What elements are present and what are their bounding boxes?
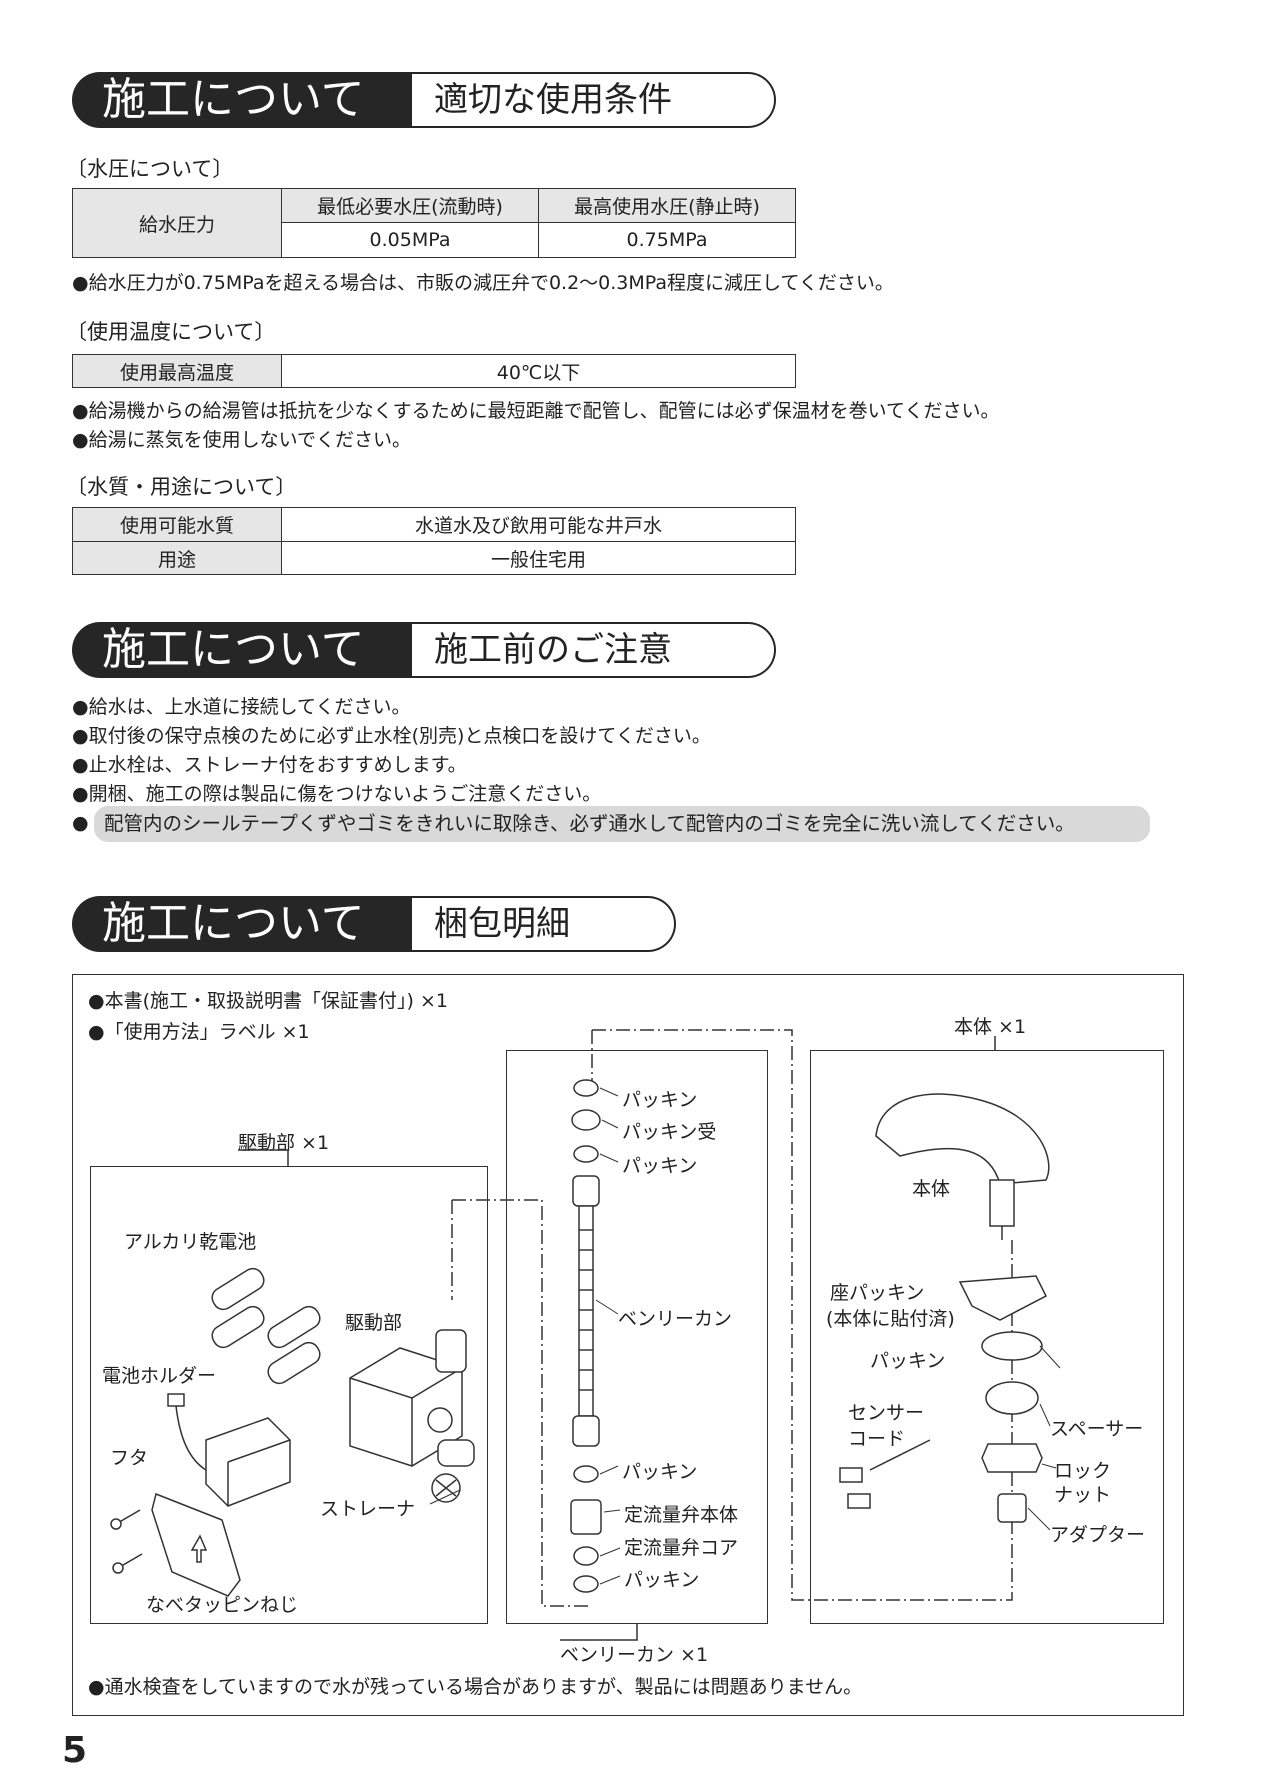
precaution-note-1: ●給水は、上水道に接続してください。 [72, 696, 411, 718]
label-lock-2: ナット [1054, 1484, 1112, 1506]
section-header-main: 施工について [72, 896, 412, 952]
label-strainer: ストレーナ [320, 1498, 416, 1520]
label-hose-packing-seat: パッキン受 [622, 1121, 717, 1143]
body-title: 本体 ×1 [954, 1016, 1027, 1038]
label-hose-packing-3: パッキン [622, 1461, 698, 1483]
water-row2-label: 用途 [72, 541, 282, 575]
label-hose-packing-4: パッキン [624, 1569, 700, 1591]
label-seat-note: (本体に貼付済) [826, 1308, 955, 1330]
pressure-note: ●給水圧力が0.75MPaを超える場合は、市販の減圧弁で0.2〜0.3MPa程度… [72, 272, 894, 294]
page-number: 5 [62, 1730, 88, 1771]
battery-holder-icon [167, 1393, 291, 1507]
label-valve-core: 定流量弁コア [624, 1537, 739, 1559]
strainer-icon [431, 1473, 461, 1503]
temperature-heading: 〔使用温度について〕 [66, 320, 276, 344]
label-hose-packing-2: パッキン [622, 1155, 698, 1177]
temperature-value: 40℃以下 [281, 354, 796, 388]
label-sensor-2: コード [848, 1428, 906, 1450]
label-seat-packing: 座パッキン [830, 1282, 925, 1304]
label-battery-holder: 電池ホルダー [102, 1365, 217, 1387]
water-heading: 〔水質・用途について〕 [66, 475, 297, 499]
label-valve-body: 定流量弁本体 [624, 1504, 739, 1526]
label-spacer: スペーサー [1050, 1418, 1144, 1440]
section-header-main: 施工について [72, 622, 412, 678]
label-lid: フタ [110, 1447, 149, 1469]
temperature-row-label: 使用最高温度 [72, 354, 282, 388]
label-adapter: アダプター [1050, 1524, 1146, 1546]
packing-frame [72, 974, 1184, 1716]
highlight-bullet: ● [72, 812, 89, 834]
body-box [810, 1050, 1164, 1624]
label-screw: なべタッピンねじ [146, 1594, 299, 1616]
hose-icons [570, 1079, 602, 1593]
pressure-col1-value: 0.05MPa [281, 222, 539, 258]
section-header-main: 施工について [72, 72, 412, 128]
temperature-note-1: ●給湯機からの給湯管は抵抗を少なくするために最短距離で配管し、配管には必ず保温材… [72, 400, 1000, 422]
section-header-sub: 施工前のご注意 [412, 622, 776, 678]
section-header-sub: 適切な使用条件 [412, 72, 776, 128]
section-header-sub: 梱包明細 [412, 896, 676, 952]
label-hose-packing-1: パッキン [622, 1089, 698, 1111]
battery-icons [211, 1267, 321, 1385]
pressure-col2-value: 0.75MPa [538, 222, 796, 258]
highlight-note: 配管内のシールテープくずやゴミをきれいに取除き、必ず通水して配管内のゴミを完全に… [94, 806, 1150, 842]
body-parts-icons [839, 1275, 1048, 1523]
pressure-heading: 〔水圧について〕 [66, 157, 234, 181]
label-lock-1: ロック [1054, 1460, 1112, 1482]
label-hose: ベンリーカン [618, 1308, 733, 1330]
pressure-row-label: 給水圧力 [72, 188, 282, 258]
temperature-note-2: ●給湯に蒸気を使用しないでください。 [72, 429, 412, 451]
faucet-body-icon [875, 1093, 1050, 1240]
water-row1-value: 水道水及び飲用可能な井戸水 [281, 507, 796, 542]
precaution-note-4: ●開梱、施工の際は製品に傷をつけないようご注意ください。 [72, 783, 602, 805]
label-body-packing: パッキン [870, 1350, 946, 1372]
drive-unit-icon [349, 1329, 475, 1467]
drive-unit-box [90, 1166, 488, 1624]
precaution-note-3: ●止水栓は、ストレーナ付をおすすめします。 [72, 754, 467, 776]
packing-item-label: ●「使用方法」ラベル ×1 [88, 1021, 310, 1043]
packing-footer-note: ●通水検査をしていますので水が残っている場合がありますが、製品には問題ありません… [88, 1676, 863, 1698]
temperature-table: 使用最高温度 40℃以下 [72, 354, 796, 388]
label-battery: アルカリ乾電池 [124, 1231, 257, 1253]
drive-unit-title: 駆動部 ×1 [238, 1132, 330, 1154]
label-sensor-1: センサー [848, 1402, 925, 1424]
water-table: 使用可能水質 水道水及び飲用可能な井戸水 用途 一般住宅用 [72, 507, 796, 575]
water-row1-label: 使用可能水質 [72, 507, 282, 542]
label-drive-unit: 駆動部 [345, 1312, 403, 1334]
screw-icons [110, 1509, 143, 1574]
label-body: 本体 [912, 1178, 951, 1200]
water-row2-value: 一般住宅用 [281, 541, 796, 575]
hose-box [506, 1050, 768, 1624]
hose-title: ベンリーカン ×1 [560, 1644, 709, 1666]
packing-item-manual: ●本書(施工・取扱説明書「保証書付」) ×1 [88, 990, 448, 1012]
pressure-table: 給水圧力 最低必要水圧(流動時) 最高使用水圧(静止時) 0.05MPa 0.7… [72, 188, 796, 258]
precaution-note-2: ●取付後の保守点検のために必ず止水栓(別売)と点検口を設けてください。 [72, 725, 711, 747]
lid-icon [151, 1492, 241, 1597]
